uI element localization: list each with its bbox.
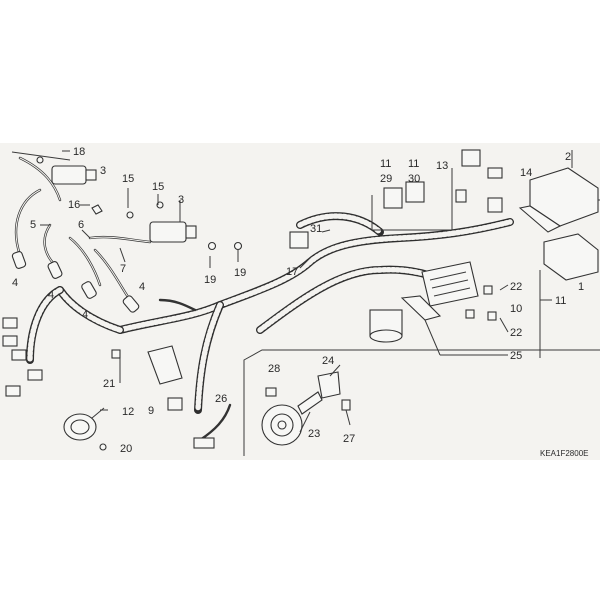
callout-31: 31 <box>310 223 322 235</box>
callout-labels: 18 3 15 15 16 6 3 5 7 19 19 4 4 4 4 1 2 … <box>12 146 588 458</box>
callout-11c: 11 <box>555 295 566 307</box>
ignition-coils <box>11 151 243 251</box>
callout-23: 23 <box>308 428 320 440</box>
callout-16: 16 <box>68 199 80 211</box>
callout-11a: 11 <box>380 158 391 170</box>
callout-11b: 11 <box>408 158 419 170</box>
callout-15b: 15 <box>152 181 164 193</box>
callout-28: 28 <box>268 363 280 375</box>
control-units <box>518 150 600 281</box>
relay-group <box>289 149 503 321</box>
callout-4d: 4 <box>139 281 145 293</box>
callout-1: 1 <box>578 281 584 293</box>
callout-20: 20 <box>120 443 132 455</box>
callout-13: 13 <box>436 160 448 172</box>
coupler-cluster <box>2 317 43 397</box>
callout-26: 26 <box>215 393 227 405</box>
callout-22b: 22 <box>510 327 522 339</box>
callout-6: 6 <box>78 219 84 231</box>
callout-27: 27 <box>343 433 355 445</box>
callout-2: 2 <box>565 151 571 163</box>
leader-lines <box>40 150 552 433</box>
callout-24: 24 <box>322 355 334 367</box>
callout-4a: 4 <box>12 277 18 289</box>
drawing-code: KEA1F2800E <box>540 449 588 458</box>
callout-21: 21 <box>103 378 115 390</box>
callout-3a: 3 <box>100 165 106 177</box>
main-wire-harness <box>26 212 514 414</box>
callout-10: 10 <box>510 303 522 315</box>
callout-18: 18 <box>73 146 85 158</box>
spark-plug-caps <box>11 251 140 313</box>
callout-19b: 19 <box>234 267 246 279</box>
callout-12: 12 <box>122 406 134 418</box>
callout-7: 7 <box>120 263 126 275</box>
callout-3b: 3 <box>178 194 184 206</box>
callout-5: 5 <box>30 219 36 231</box>
callout-15a: 15 <box>122 173 134 185</box>
callout-22a: 22 <box>510 281 522 293</box>
sub-harness-26 <box>193 403 232 449</box>
callout-14: 14 <box>520 167 532 179</box>
callout-29: 29 <box>380 173 392 185</box>
callout-4b: 4 <box>48 289 54 301</box>
fuse-box <box>400 261 479 321</box>
callout-17: 17 <box>286 266 298 278</box>
horn-left <box>63 407 107 451</box>
callout-9: 9 <box>148 405 154 417</box>
callout-25: 25 <box>510 350 522 362</box>
callout-4c: 4 <box>82 309 88 321</box>
ignition-switch <box>369 309 403 343</box>
regulator-rectifier <box>111 345 183 411</box>
callout-19a: 19 <box>204 274 216 286</box>
callout-30: 30 <box>408 173 420 185</box>
horn-bracket-group <box>243 349 600 456</box>
